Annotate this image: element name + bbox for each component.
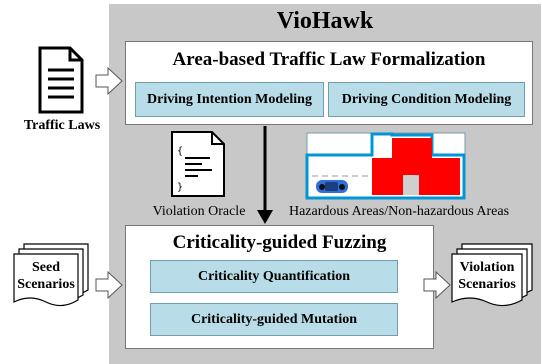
system-title: VioHawk [276,8,374,34]
driving-intention-label: Driving Intention Modeling [147,91,312,107]
violation-scenarios-line2: Scenarios [458,277,516,292]
driving-intention-modeling: Driving Intention Modeling [135,82,324,117]
traffic-laws-document-icon [38,46,84,114]
fuzzing-title: Criticality-guided Fuzzing [172,232,387,253]
violation-scenarios-stack-icon [451,243,533,307]
ego-car-icon [316,180,348,193]
seed-scenarios-line2: Scenarios [17,277,75,292]
hazard-region [372,138,460,195]
hazardous-areas-illustration [305,132,466,200]
criticality-quantification-label: Criticality Quantification [197,268,351,284]
criticality-quantification: Criticality Quantification [150,260,398,293]
violation-scenarios-line1: Violation [459,260,515,275]
violation-oracle-code-icon: { } [171,131,225,197]
seed-input-arrow [95,270,123,300]
formalization-title: Area-based Traffic Law Formalization [172,49,486,70]
violation-output-arrow [423,270,451,300]
criticality-guided-mutation: Criticality-guided Mutation [150,303,398,336]
violation-oracle-label: Violation Oracle [152,204,246,219]
violation-scenarios-label: Violation Scenarios [450,259,524,293]
laws-input-arrow [95,66,123,96]
traffic-laws-label: Traffic Laws [23,118,101,133]
criticality-mutation-label: Criticality-guided Mutation [190,311,358,327]
driving-condition-label: Driving Condition Modeling [341,91,512,107]
hazard-areas-label: Hazardous Areas/Non-hazardous Areas [288,204,510,219]
svg-text:}: } [177,182,183,193]
formalization-to-fuzzing-arrow [257,126,273,224]
non-hazard-block [403,175,419,195]
svg-text:{: { [177,146,183,157]
seed-scenarios-line1: Seed [32,260,60,275]
driving-condition-modeling: Driving Condition Modeling [328,82,525,117]
seed-scenarios-stack-icon [13,243,89,307]
seed-scenarios-label: Seed Scenarios [12,259,80,293]
